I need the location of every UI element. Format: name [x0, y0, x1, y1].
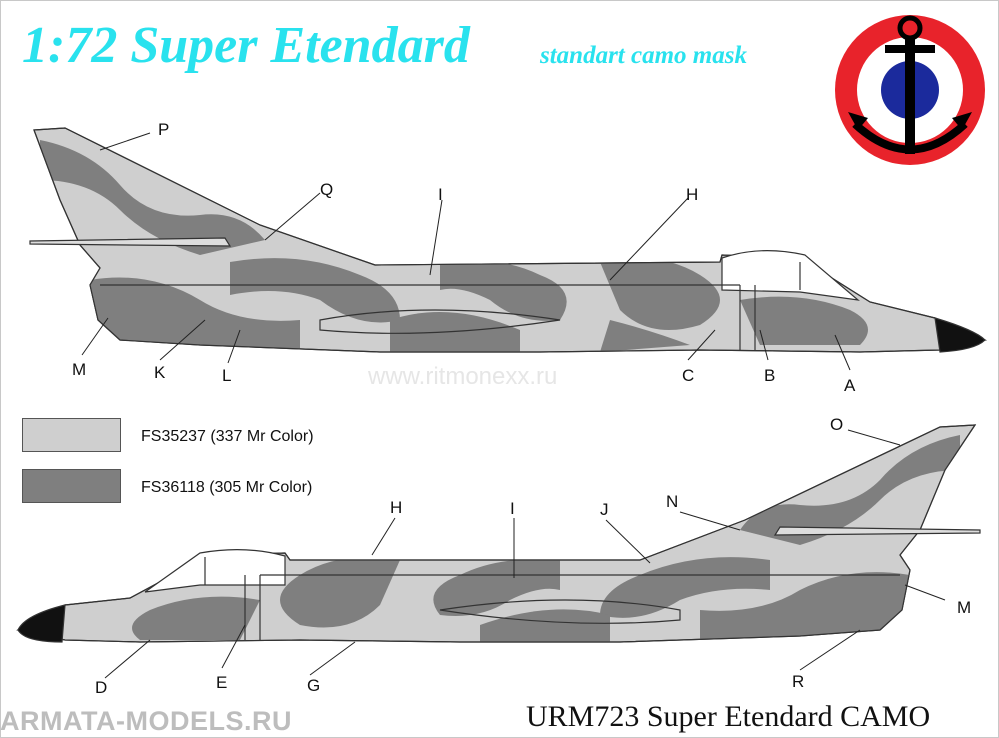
- callout-bottom-d: D: [95, 678, 108, 697]
- callout-top-p: P: [158, 120, 170, 139]
- bottom-aircraft-profile: [16, 424, 981, 643]
- callout-bottom-m: M: [957, 598, 972, 617]
- callout-top-a: A: [844, 376, 856, 395]
- legend-label-dark: FS36118 (305 Mr Color): [141, 479, 313, 496]
- legend-swatch-dark: [22, 469, 121, 503]
- callout-bottom-o: O: [830, 415, 844, 434]
- callout-top-k: K: [154, 363, 166, 382]
- callout-bottom-h: H: [390, 498, 403, 517]
- product-title: URM723 Super Etendard CAMO: [526, 700, 931, 733]
- callout-top-i: I: [438, 185, 443, 204]
- watermark: www.ritmonexx.ru: [368, 363, 558, 390]
- aeronavale-anchor-roundel-icon: [835, 15, 985, 165]
- callout-bottom-i: I: [510, 499, 515, 518]
- callout-top-h: H: [686, 185, 699, 204]
- callout-bottom-r: R: [792, 672, 805, 691]
- callout-top-l: L: [222, 366, 232, 385]
- bottom-callout-leaders: [104, 429, 946, 679]
- callout-top-c: C: [682, 366, 695, 385]
- callout-bottom-g: G: [307, 676, 321, 695]
- callout-bottom-n: N: [666, 492, 679, 511]
- callout-bottom-j: J: [600, 500, 609, 519]
- page-title: 1:72 Super Etendard: [22, 17, 470, 74]
- top-callout-leaders: [81, 132, 851, 371]
- callout-top-m: M: [72, 360, 87, 379]
- page-subtitle: standart camo mask: [540, 42, 747, 69]
- callout-bottom-e: E: [216, 673, 228, 692]
- legend-swatch-light: [22, 418, 121, 452]
- top-aircraft-profile: [29, 127, 987, 353]
- legend-label-light: FS35237 (337 Mr Color): [141, 428, 314, 445]
- callout-top-q: Q: [320, 180, 334, 199]
- site-watermark: ARMATA-MODELS.RU: [0, 706, 292, 736]
- callout-top-b: B: [764, 366, 776, 385]
